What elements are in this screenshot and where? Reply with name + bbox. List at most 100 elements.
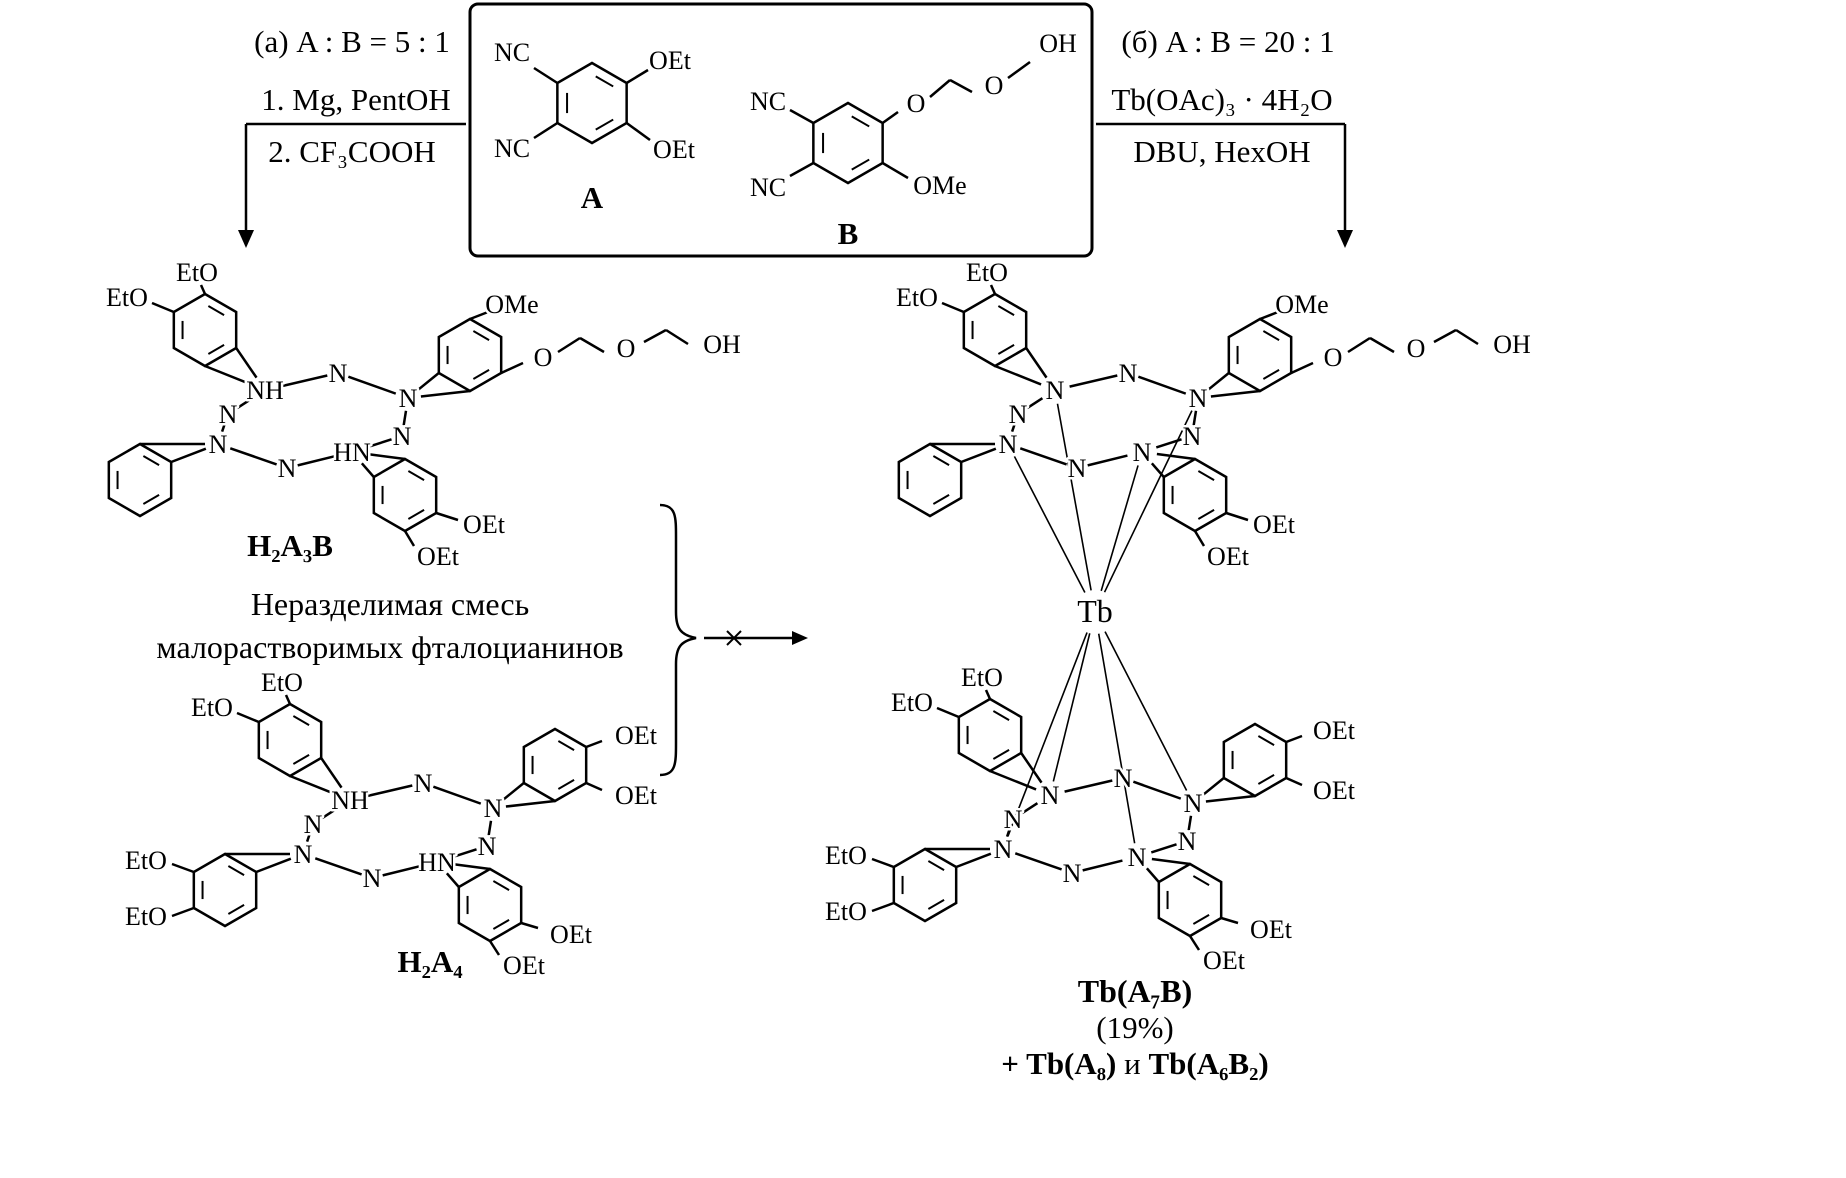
bond-line [235,347,258,379]
benzene-ring [107,442,173,518]
bond-line [994,364,1042,386]
mixture-line1: Неразделимая смесь [251,586,529,622]
bond-line [472,369,490,380]
bond-line [595,75,614,88]
nc-label: NC [494,134,530,163]
bond-line [1069,374,1118,388]
bond-line [1150,843,1177,854]
bond-line [1151,857,1191,866]
aza-n-label: N [1184,789,1203,818]
bond-line [407,509,425,520]
h2a3b-name-label: H₂A₃B [247,528,333,563]
meso-n-label: N [1063,859,1082,888]
eto-label: EtO [966,258,1008,287]
bond-line [435,511,459,522]
bond-line [492,880,510,891]
bond-line [1285,734,1303,744]
bond-line [1087,454,1128,467]
bond-line [585,739,603,749]
bond-line [1097,633,1136,844]
bond-line [365,438,392,449]
eto-label: EtO [261,668,303,697]
bond-line [984,689,992,700]
bond-line [1056,403,1092,591]
byproduct-and: и [1124,1046,1148,1081]
meso-n-label: N [219,400,238,429]
bond-line [142,494,160,505]
aza-n-label: N [1189,384,1208,413]
compound-a-structure: NC NC OEt OEt A [491,36,698,218]
bond-line [929,79,951,98]
aza-n-label: N [1041,781,1060,810]
eto-label: EtO [961,663,1003,692]
bond-line [289,774,337,796]
meso-n-label: N [1004,805,1023,834]
bond-line [207,305,225,316]
product-name: Tb(A₇B) [1078,973,1193,1009]
ether-o-label: O [534,343,553,372]
bond-line [171,906,195,918]
bond-line [960,447,997,464]
oet-label: OEt [1313,776,1356,805]
bond-line [533,121,559,140]
bond-line [1220,916,1239,925]
left-ratio-text: (а) A : B = 5 : 1 [254,24,450,59]
bond-line [1132,780,1182,800]
bond-line [170,447,207,464]
bond-line [505,799,556,808]
bond-line [403,530,416,547]
h2a3b-structure: EtO EtO OMe O O OH OEt OEt NH N N N HN N… [104,256,744,574]
bond-line [1104,631,1188,791]
right-conditions: (б) A : B = 20 : 1 Tb(OAc)₃ · 4H₂O DBU, … [1109,22,1337,172]
left-step1-text: 1. Mg, PentOH [261,82,450,117]
bond-line [557,336,581,354]
oet-label: OEt [649,46,692,75]
eto-label: EtO [191,693,233,722]
bond-line [949,78,973,94]
bond-line [255,857,292,874]
bond-line [1259,310,1279,321]
eto-label: EtO [825,841,867,870]
product-labels: Tb(A₇B) (19%) + Tb(A₈) и Tb(A₆B₂) [999,971,1271,1084]
bond-line [366,452,406,461]
mixture-line2: малорастворимых фталоцианинов [156,629,623,665]
bond-line [320,757,343,789]
oet-label: OEt [1313,716,1356,745]
bond-line [1137,375,1187,395]
bond-line [955,852,992,869]
h2a4-structure: EtO EtO OEt OEt EtO EtO OEt OEt NH N N N… [123,666,661,983]
bond-line [1192,875,1210,886]
eto-label: EtO [125,902,167,931]
reactants-box [468,2,1094,258]
nc-label: NC [494,38,530,67]
bond-line [936,706,960,719]
bond-line [314,857,363,876]
meso-n-label: N [329,359,348,388]
bond-line [533,66,559,85]
oet-label: OEt [615,721,658,750]
mixture-note: Неразделимая смесь малорастворимых фтало… [154,584,626,668]
arrowhead [792,631,808,645]
bond-line [321,807,339,820]
meso-n-label: N [414,769,433,798]
bond-line [171,862,195,874]
bond-line [1205,794,1256,803]
bond-line [625,68,649,85]
compound-b-structure: NC NC O O OH OMe B [747,27,1079,254]
oet-label: OEt [1253,510,1296,539]
bond-line [1052,633,1091,782]
bond-line [851,158,870,171]
reactants-skeleton [533,60,1031,185]
bond-line [1150,462,1165,478]
bond-line [932,455,950,466]
bond-line [625,121,651,142]
benzene-ring [897,442,963,518]
oh-label: OH [1493,330,1531,359]
aza-n-label: N [994,835,1013,864]
bond-line [229,447,278,466]
bond-line [585,781,603,792]
grouping-brace [659,503,697,777]
bond-line [236,397,254,410]
aza-n-label: N [294,840,313,869]
bond-line [927,860,945,871]
